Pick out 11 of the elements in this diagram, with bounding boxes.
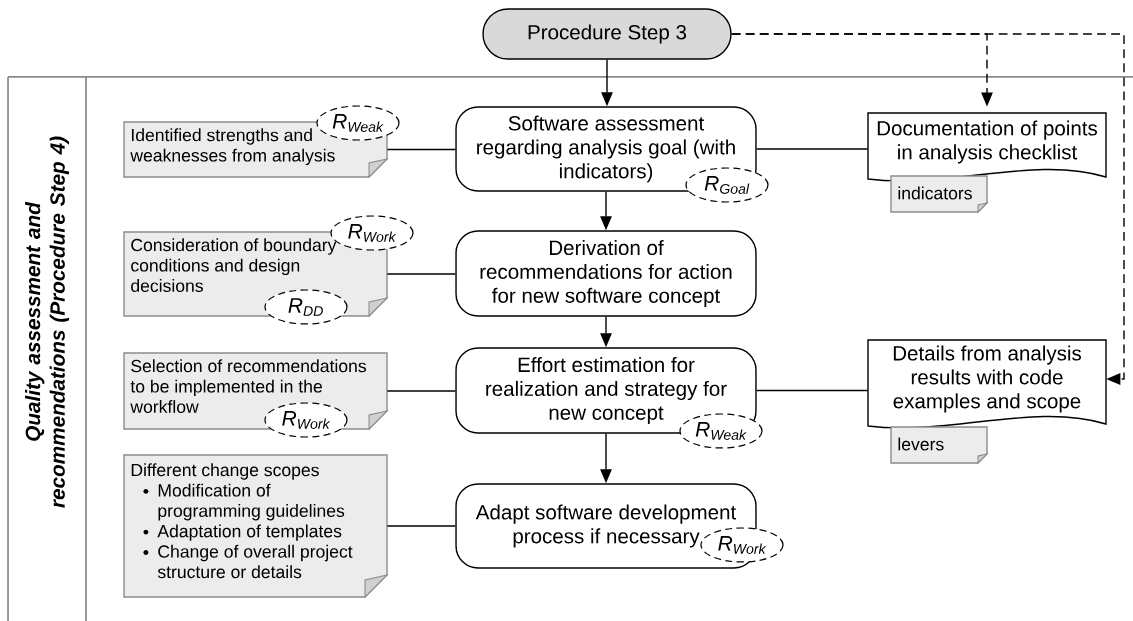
document-box: Details from analysis results with code examples and scope	[867, 339, 1107, 429]
start-terminal: Procedure Step 3	[482, 8, 732, 60]
connector-line	[755, 389, 869, 392]
connector-line	[386, 525, 457, 527]
connector-line	[386, 148, 457, 151]
connector-line	[755, 148, 869, 150]
process-box: Derivation of recommendations for action for new software concept	[455, 230, 757, 317]
connector-line	[386, 273, 457, 275]
arrow	[731, 33, 1125, 385]
document-box: Documentation of points in analysis checklist	[867, 112, 1107, 182]
connector-line	[386, 390, 457, 392]
